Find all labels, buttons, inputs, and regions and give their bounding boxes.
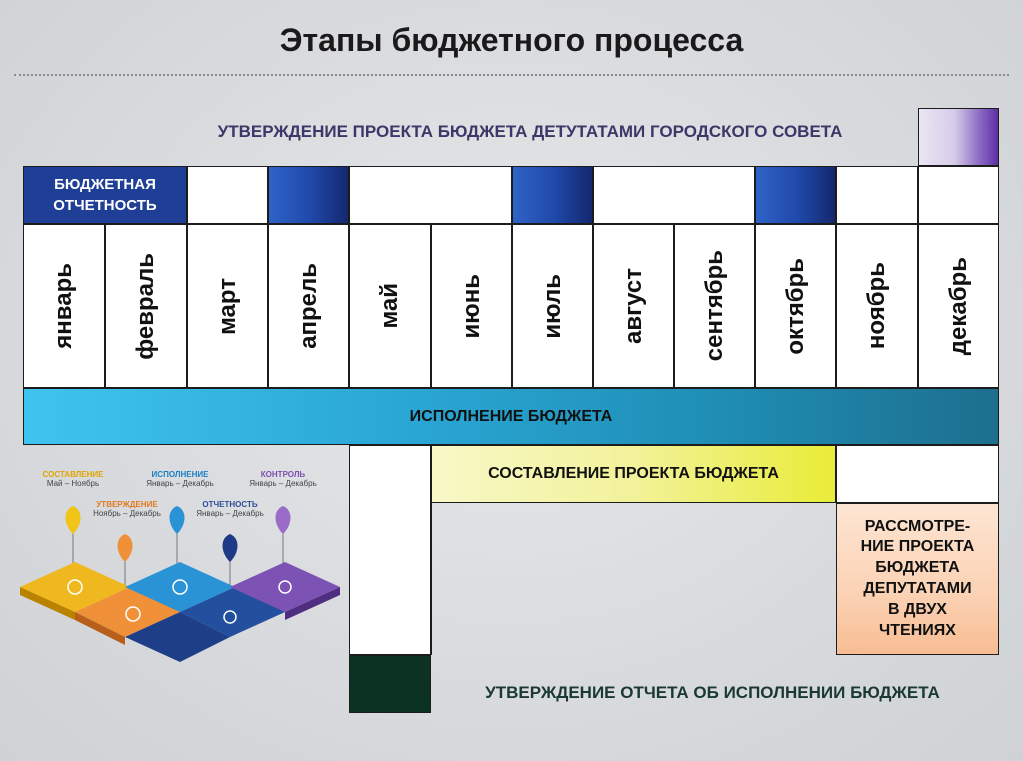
approve-report-marker bbox=[349, 655, 431, 713]
puzzle-graphic bbox=[20, 506, 340, 662]
month-cell: июль bbox=[512, 224, 593, 388]
draft-project-bar: СОСТАВЛЕНИЕ ПРОЕКТА БЮДЖЕТА bbox=[431, 445, 836, 503]
month-label: март bbox=[213, 277, 241, 335]
month-cell: август bbox=[593, 224, 674, 388]
map-pin-icon bbox=[275, 506, 291, 572]
review-project-text: РАССМОТРЕ- НИЕ ПРОЕКТА БЮДЖЕТА ДЕПУТАТАМИ В … bbox=[861, 517, 975, 642]
month-cell: октябрь bbox=[755, 224, 836, 388]
month-cell: март bbox=[187, 224, 268, 388]
month-cell: июнь bbox=[431, 224, 512, 388]
reporting-marker-april bbox=[268, 166, 349, 224]
month-label: октябрь bbox=[781, 257, 809, 355]
month-cell: февраль bbox=[105, 224, 187, 388]
gear-icon bbox=[172, 579, 188, 595]
magnifier-icon bbox=[278, 580, 292, 594]
approve-project-marker bbox=[918, 108, 999, 166]
month-label: июль bbox=[538, 273, 566, 339]
budget-reporting-box: БЮДЖЕТНАЯ ОТЧЕТНОСТЬ bbox=[23, 166, 187, 224]
draft-row-cell bbox=[836, 445, 999, 503]
month-cell: сентябрь bbox=[674, 224, 755, 388]
approve-project-label: УТВЕРЖДЕНИЕ ПРОЕКТА БЮДЖЕТА ДЕТУТАТАМИ Г… bbox=[217, 122, 843, 141]
budget-reporting-line2: ОТЧЕТНОСТЬ bbox=[53, 197, 157, 214]
reporting-row-cell bbox=[836, 166, 918, 224]
month-label: январь bbox=[50, 263, 77, 349]
month-label: апрель bbox=[294, 263, 322, 349]
month-label: ноябрь bbox=[863, 262, 890, 350]
month-label: сентябрь bbox=[700, 250, 728, 362]
reporting-row-cell bbox=[349, 166, 512, 224]
review-project-box: РАССМОТРЕ- НИЕ ПРОЕКТА БЮДЖЕТА ДЕПУТАТАМИ В … bbox=[836, 503, 999, 655]
map-pin-icon bbox=[65, 506, 81, 572]
month-label: февраль bbox=[132, 252, 159, 360]
reporting-marker-october bbox=[755, 166, 836, 224]
page-title: Этапы бюджетного процесса bbox=[279, 22, 744, 58]
review-line: РАССМОТРЕ- bbox=[864, 517, 971, 535]
map-pin-icon bbox=[169, 506, 185, 572]
reporting-row-cell bbox=[593, 166, 755, 224]
review-line: В ДВУХ bbox=[888, 600, 947, 618]
month-label: май bbox=[376, 283, 403, 329]
month-label: август bbox=[619, 268, 647, 344]
month-label: декабрь bbox=[944, 256, 972, 356]
review-line: ЧТЕНИЯХ bbox=[879, 621, 956, 639]
draft-row-gap bbox=[431, 503, 836, 655]
december-top-cell bbox=[918, 166, 999, 224]
reporting-row-cell bbox=[187, 166, 268, 224]
may-column-cell bbox=[349, 445, 431, 655]
lightbulb-icon bbox=[67, 579, 83, 595]
month-label: июнь bbox=[457, 273, 485, 339]
reporting-marker-july bbox=[512, 166, 593, 224]
month-cell: апрель bbox=[268, 224, 349, 388]
approve-report-label: УТВЕРЖДЕНИЕ ОТЧЕТА ОБ ИСПОЛНЕНИИ БЮДЖЕТА bbox=[485, 683, 940, 702]
dotted-divider bbox=[14, 74, 1009, 76]
clock-icon bbox=[125, 606, 141, 622]
budget-execution-bar: ИСПОЛНЕНИЕ БЮДЖЕТА bbox=[23, 388, 999, 445]
person-icon bbox=[223, 610, 237, 624]
budget-reporting-line1: БЮДЖЕТНАЯ bbox=[54, 176, 156, 193]
month-cell: ноябрь bbox=[836, 224, 918, 388]
review-line: ДЕПУТАТАМИ bbox=[863, 580, 972, 597]
month-cell: декабрь bbox=[918, 224, 999, 388]
month-cell: май bbox=[349, 224, 431, 388]
review-line: НИЕ ПРОЕКТА bbox=[860, 538, 975, 556]
month-cell: январь bbox=[23, 224, 105, 388]
review-line: БЮДЖЕТА bbox=[875, 559, 960, 577]
